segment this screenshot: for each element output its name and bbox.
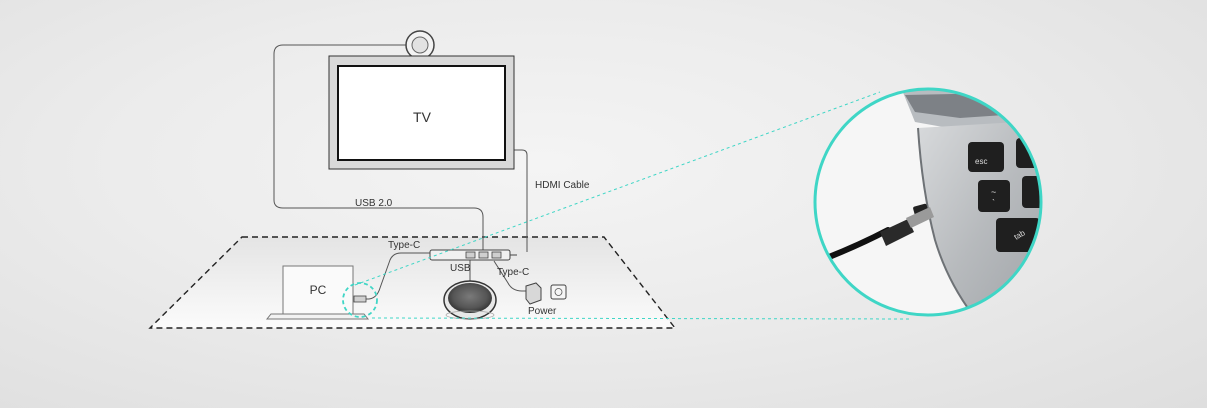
power-outlet-icon	[550, 284, 567, 300]
usb-c-plug-icon	[353, 295, 367, 303]
usb-label: USB	[450, 263, 471, 274]
key-esc: esc	[975, 157, 987, 166]
power-adapter-icon	[525, 282, 542, 305]
camera-icon	[405, 30, 435, 60]
key-tilde: ~	[991, 187, 996, 197]
hdmi-cable	[491, 149, 528, 252]
laptop-icon	[265, 265, 370, 320]
port-highlight-circle	[342, 282, 378, 318]
pc-label: PC	[310, 283, 327, 297]
zoom-detail: esc ~ ` tab	[815, 89, 1041, 315]
speakerphone-icon	[443, 280, 497, 320]
zoom-line-bottom	[371, 317, 913, 320]
type-c-cable-hub-to-power	[493, 260, 530, 292]
key-backtick: `	[992, 198, 995, 208]
type-c-left-label: Type-C	[388, 240, 420, 251]
usb-c-cable-icon	[815, 207, 934, 271]
hdmi-cable-label: HDMI Cable	[535, 180, 590, 191]
power-label: Power	[528, 306, 557, 317]
usb-2-0-label: USB 2.0	[355, 198, 393, 209]
usb-hub-icon	[429, 249, 517, 261]
zoom-circle-border	[813, 87, 1043, 317]
usb-2-0-cable	[273, 44, 484, 252]
tv-icon	[328, 55, 515, 170]
type-c-right-label: Type-C	[497, 267, 529, 278]
tv-label: TV	[413, 109, 432, 125]
